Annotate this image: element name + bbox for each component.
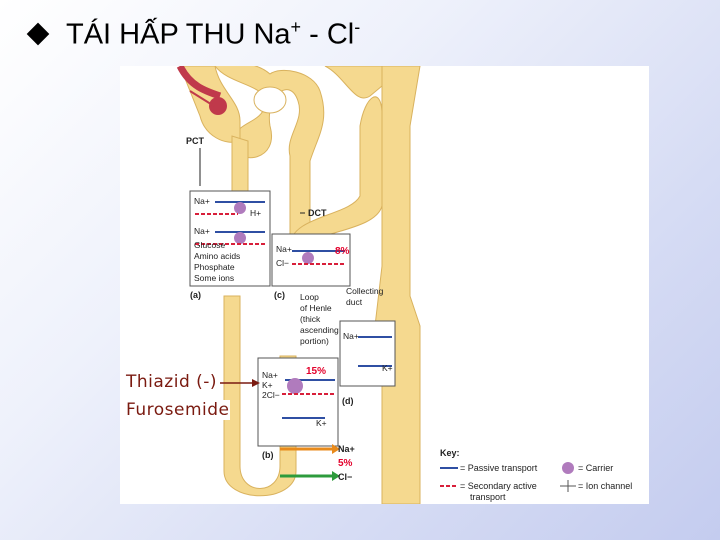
svg-text:Na+: Na+ (343, 331, 359, 341)
carrier-icon (234, 232, 246, 244)
nephron-diagram: PCT DCT Loop of Henle (thick ascending p… (176, 66, 632, 504)
svg-text:K+: K+ (382, 363, 393, 373)
thiazid-arrow-icon (220, 379, 260, 387)
svg-text:= Ion channel: = Ion channel (578, 481, 632, 491)
svg-text:of Henle: of Henle (300, 303, 332, 313)
svg-text:Amino acids: Amino acids (194, 251, 240, 261)
svg-text:Na+: Na+ (262, 370, 278, 380)
svg-text:(a): (a) (190, 290, 201, 300)
panel-d: Na+ K+ (d) (339, 320, 396, 406)
svg-text:Cl−: Cl− (276, 258, 289, 268)
svg-text:(thick: (thick (300, 314, 321, 324)
panel-a: Na+ H+ Na+ Glucose Amino acids Phosphate… (189, 190, 271, 300)
svg-text:Cl−: Cl− (338, 472, 352, 482)
carrier-icon (287, 378, 303, 394)
svg-text:(d): (d) (342, 396, 354, 406)
svg-text:= Carrier: = Carrier (578, 463, 613, 473)
blood-vessel (176, 66, 227, 115)
svg-text:Na+: Na+ (276, 244, 292, 254)
panel-b: Na+ K+ 2Cl− K+ 15% (b) (257, 357, 339, 460)
pct-c: 8% (335, 246, 350, 257)
pct-bottom: 5% (338, 458, 353, 469)
svg-text:Some ions: Some ions (194, 273, 234, 283)
svg-text:Phosphate: Phosphate (194, 262, 235, 272)
nephron-figure: PCT DCT Loop of Henle (thick ascending p… (120, 66, 649, 504)
svg-text:2Cl−: 2Cl− (262, 390, 280, 400)
svg-text:K+: K+ (262, 380, 273, 390)
svg-text:duct: duct (346, 297, 363, 307)
svg-text:= Passive transport: = Passive transport (460, 463, 538, 473)
carrier-icon (234, 202, 246, 214)
svg-text:Collecting: Collecting (346, 286, 384, 296)
slide-title: TÁI HẤP THU Na+ - Cl- (26, 14, 361, 54)
svg-text:portion): portion) (300, 336, 329, 346)
label-thiazid: Thiazid (-) (126, 372, 218, 392)
panel-c: Na+ Cl− 8% (c) (271, 233, 351, 300)
carrier-key-icon (562, 462, 574, 474)
svg-text:(c): (c) (274, 290, 285, 300)
title-text: TÁI HẤP THU Na+ - Cl- (66, 16, 361, 51)
svg-text:(b): (b) (262, 450, 274, 460)
svg-text:Na+: Na+ (194, 196, 210, 206)
carrier-icon (302, 252, 314, 264)
svg-text:transport: transport (470, 492, 506, 502)
vessel-arrow-icon (189, 90, 215, 107)
label-furosemide: Furosemide (126, 400, 230, 420)
pct-b: 15% (306, 366, 326, 377)
svg-text:H+: H+ (250, 208, 261, 218)
bottom-transport: Na+ 5% Cl− (280, 444, 355, 482)
legend-key: Key: = Passive transport = Secondary act… (440, 448, 632, 502)
svg-text:Na+: Na+ (338, 444, 355, 454)
svg-text:Loop: Loop (300, 292, 319, 302)
label-dct: DCT (308, 208, 327, 218)
tubule-shapes (179, 66, 421, 504)
svg-text:Glucose: Glucose (194, 240, 225, 250)
diamond-bullet-icon (26, 22, 50, 46)
label-pct: PCT (186, 136, 205, 146)
svg-text:= Secondary active: = Secondary active (460, 481, 537, 491)
label-loop: Loop of Henle (thick ascending portion) (300, 292, 339, 346)
svg-text:K+: K+ (316, 418, 327, 428)
svg-text:Key:: Key: (440, 448, 460, 458)
svg-text:Na+: Na+ (194, 226, 210, 236)
svg-text:ascending: ascending (300, 325, 339, 335)
label-collecting-duct: Collecting duct (346, 286, 384, 307)
